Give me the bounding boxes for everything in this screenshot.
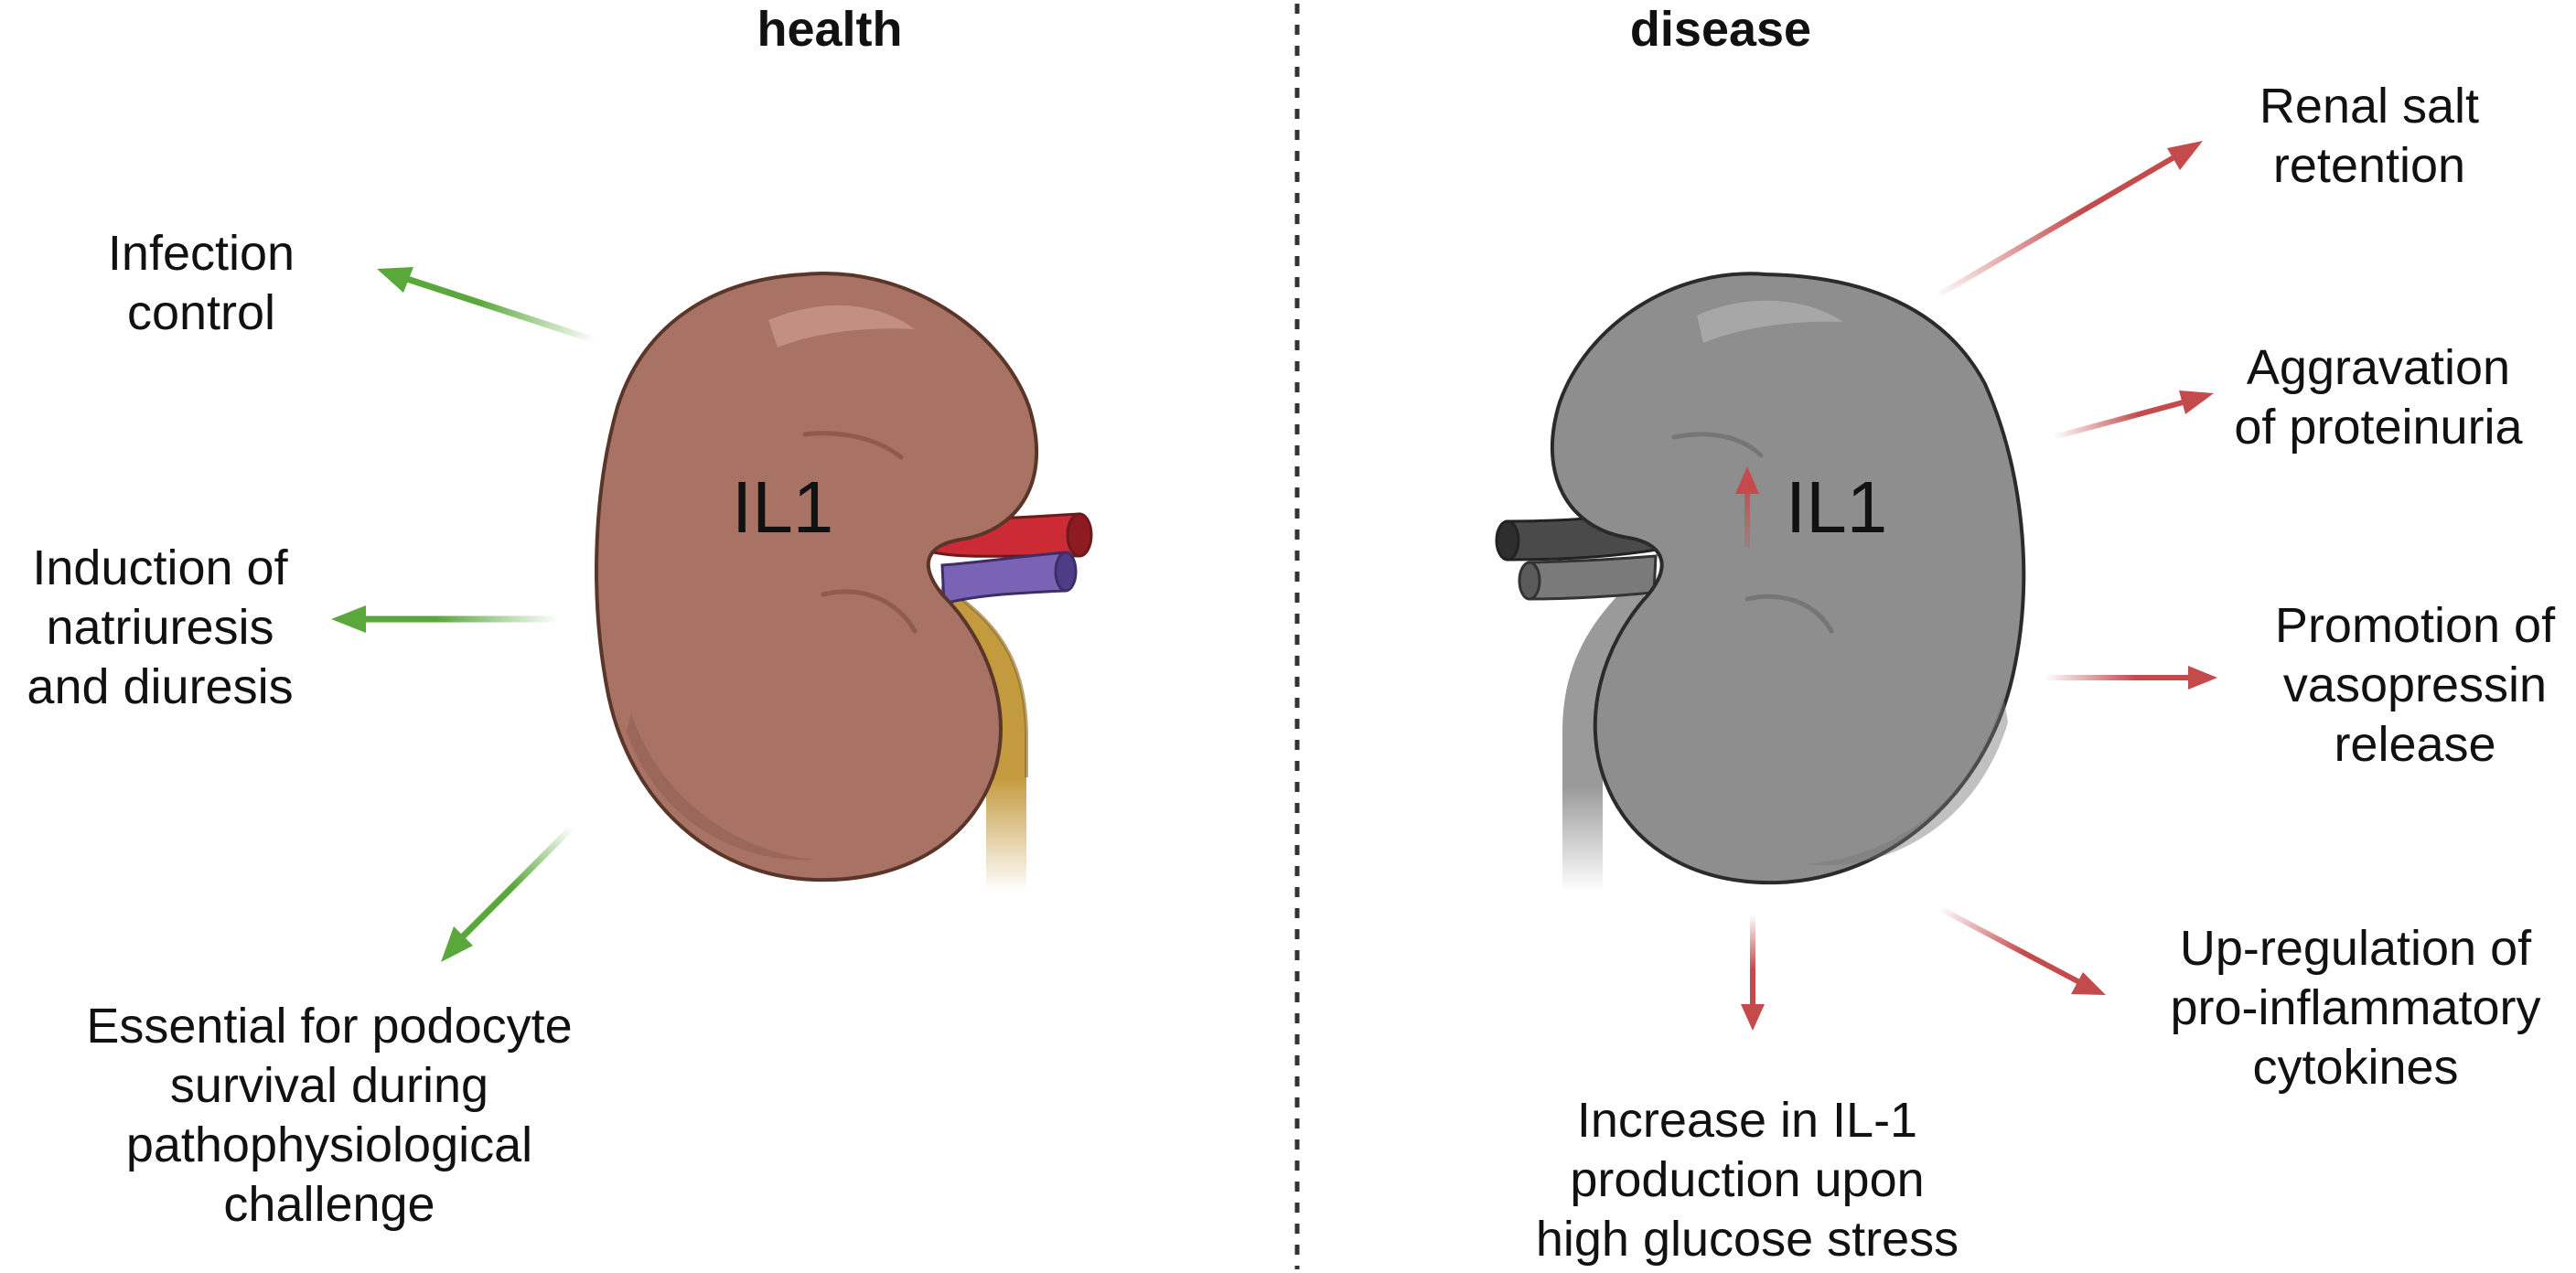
label-line: Induction of (32, 540, 288, 595)
healthy-kidney (595, 272, 1093, 892)
heading-health: health (757, 2, 903, 57)
label-line: pro-inflammatory (2170, 980, 2541, 1035)
label-line: of proteinuria (2234, 400, 2523, 455)
il1-up-arrow (1735, 466, 1759, 547)
arrow-to-cytokines (1937, 905, 2106, 995)
label-line: Promotion of (2274, 598, 2556, 653)
diseased-lower-vessel (1528, 554, 1658, 601)
disease-effect-il1-increase: Increase in IL-1 production upon high gl… (1482, 1091, 2012, 1269)
label-line: production upon (1570, 1152, 1925, 1207)
health-effect-natriuresis: Induction of natriuresis and diuresis (0, 539, 320, 717)
label-line: cytokines (2252, 1040, 2459, 1095)
arrow-to-infection-control (377, 267, 596, 344)
arrow-to-il1-increase (1741, 915, 1765, 1031)
healthy-vein (940, 551, 1068, 605)
label-line: retention (2272, 138, 2466, 193)
healthy-il1-label: IL1 (732, 466, 834, 548)
label-line: Aggravation (2246, 340, 2511, 395)
healthy-kidney-body (595, 272, 1039, 883)
healthy-ureter (924, 585, 1026, 892)
heading-disease: disease (1629, 2, 1812, 57)
arrow-to-proteinuria (2053, 390, 2214, 440)
label-line: high glucose stress (1535, 1212, 1959, 1267)
label-line: pathophysiological (125, 1118, 533, 1172)
label-line: control (126, 285, 276, 340)
label-line: challenge (223, 1177, 435, 1232)
diseased-kidney (1495, 272, 2026, 892)
label-line: release (2334, 717, 2496, 772)
label-line: survival during (169, 1058, 489, 1113)
label-line: Renal salt (2259, 79, 2480, 134)
label-line: Infection (107, 226, 295, 281)
disease-effect-proteinuria: Aggravation of proteinuria (2195, 338, 2561, 457)
health-arrows (331, 267, 596, 962)
arrow-to-natriuresis (331, 605, 558, 633)
arrow-to-vasopressin (2045, 666, 2217, 690)
disease-arrows (1735, 141, 2217, 1031)
diseased-ureter (1562, 576, 1654, 892)
disease-effect-salt-retention: Renal salt retention (2195, 77, 2543, 196)
label-line: Essential for podocyte (86, 999, 573, 1054)
arrow-to-salt-retention (1933, 141, 2203, 300)
diseased-il1-label: IL1 (1786, 466, 1888, 548)
disease-effect-cytokines: Up-regulation of pro-inflammatory cytoki… (2141, 919, 2571, 1097)
label-line: vasopressin (2282, 658, 2548, 712)
label-line: natriuresis (46, 600, 274, 655)
health-effect-podocyte-survival: Essential for podocyte survival during p… (37, 997, 622, 1235)
health-effect-infection-control: Infection control (55, 224, 348, 343)
label-line: Increase in IL-1 (1576, 1093, 1918, 1148)
disease-effect-vasopressin: Promotion of vasopressin release (2241, 596, 2576, 775)
label-line: and diuresis (27, 659, 294, 714)
diseased-kidney-body (1550, 272, 2026, 885)
arrow-to-podocyte-survival (441, 825, 574, 962)
label-line: Up-regulation of (2179, 921, 2532, 976)
